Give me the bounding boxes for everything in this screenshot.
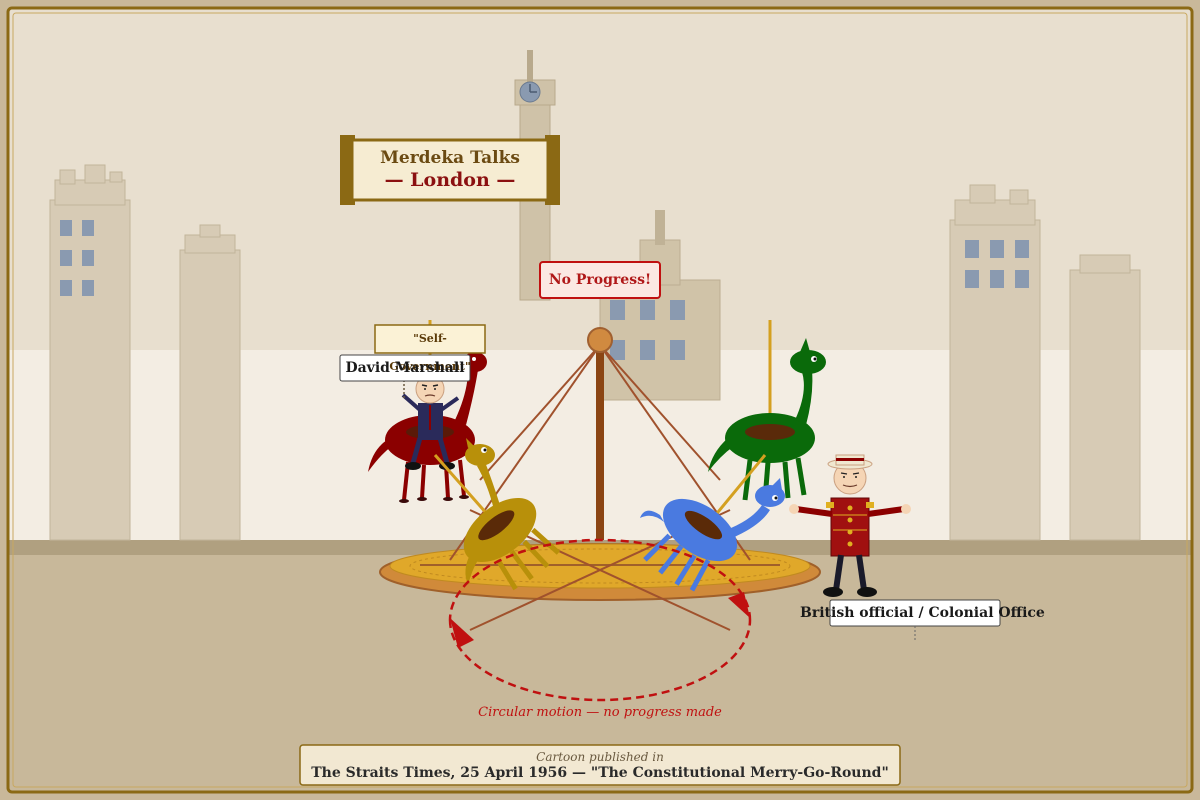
circular-motion-annotation: Circular motion — no progress made [478,705,722,720]
self-government-box [374,324,486,354]
windows-right [965,240,1029,288]
caption-box [299,744,901,786]
inner-frame [12,12,1188,788]
marshall-label-box [339,354,471,382]
arrowhead-left-icon [450,618,474,648]
banner-location: — London — [384,169,516,191]
circular-arrow [448,538,752,702]
title-banner [340,135,560,205]
outer-frame [6,6,1194,794]
blue-horse [640,454,785,592]
arrowhead-right-icon [728,592,750,618]
self-government-label: "Self-Government" [389,332,471,373]
british-official-figure [789,454,911,597]
david-marshall-label: David Marshall [345,360,465,376]
carousel-pole [596,345,604,540]
windows-left [60,220,94,296]
no-progress-bubble [539,261,661,299]
caption-published-in: Cartoon published in [536,750,664,764]
british-official-label: British official / Colonial Office [800,605,1045,621]
caption-source: The Straits Times, 25 April 1956 — "The … [311,765,889,781]
banner-title: Merdeka Talks [380,148,520,168]
gold-horse [433,438,561,591]
carousel-platform [379,543,821,601]
no-progress-text: No Progress! [548,272,652,288]
green-horse [708,320,826,501]
pole-finial [587,327,613,353]
